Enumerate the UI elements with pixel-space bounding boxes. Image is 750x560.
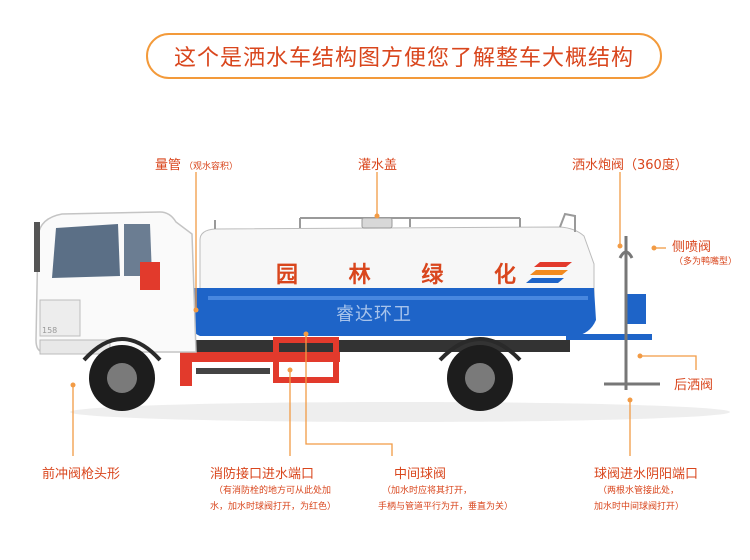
label-gauge-note: （观水容积）: [184, 162, 239, 172]
slogan-char: 林: [348, 262, 371, 288]
label-ball-port-line2: 加水时中间球阀打开）: [594, 502, 685, 512]
top-railing: [214, 212, 576, 232]
label-gauge-title: 量管: [155, 158, 182, 173]
label-ball-port-line1: （两根水管接此处，: [598, 486, 680, 496]
red-frame-bar: [180, 352, 340, 362]
label-fire-port-line2: 水，加水时球阀打开，为红色）: [210, 502, 337, 512]
tank-highlight: [208, 296, 588, 300]
rear-fender: [438, 337, 522, 362]
side-spray-box: [626, 294, 646, 324]
rear-platform: [566, 334, 652, 340]
leader-lines: [72, 172, 697, 456]
slogan-char: 园: [276, 262, 299, 288]
label-rear-valve: 后洒阀: [674, 378, 714, 393]
leader-dots: [70, 213, 657, 403]
title-banner: 这个是洒水车结构图方便您了解整车大概结构: [146, 33, 662, 79]
cab-stripe: [140, 262, 160, 290]
label-side-spray: 侧喷阀: [672, 240, 712, 255]
label-front-valve: 前冲阀枪头形: [42, 467, 121, 482]
label-gauge: 量管（观水容积）: [155, 154, 238, 173]
watermark: 睿达环卫: [336, 304, 412, 325]
label-mid-valve-line2: 手柄与管道平行为开，垂直为关）: [378, 502, 514, 512]
stripe-logo: [526, 262, 572, 283]
mirror: [34, 222, 40, 272]
slogan-char: 绿: [421, 262, 444, 288]
cannon-nozzle: [618, 236, 634, 282]
cab-window: [52, 224, 120, 278]
leader-rear-valve: [640, 355, 697, 370]
tank-slogan: 园 林 绿 化: [276, 257, 516, 289]
label-fire-port: 消防接口进水端口: [210, 467, 315, 482]
leader-mid-valve: [305, 334, 393, 456]
frame-rail-lower: [196, 368, 270, 374]
rear-wheel: [447, 345, 513, 411]
label-mid-valve-line1: （加水时应将其打开，: [382, 486, 473, 496]
ground-shadow: [70, 402, 730, 422]
cab-badge: 158: [42, 326, 58, 335]
front-wheel: [89, 345, 155, 411]
slogan-char: 化: [493, 262, 516, 288]
label-fire-port-line1: （有消防栓的地方可从此处加: [214, 486, 332, 496]
label-mid-valve: 中间球阀: [394, 467, 447, 482]
front-fender: [82, 337, 162, 362]
label-cannon: 洒水炮阀（360度）: [572, 158, 688, 173]
label-fill-cover: 灌水盖: [358, 158, 398, 173]
label-ball-port: 球阀进水阴阳端口: [594, 467, 699, 482]
tank-body: [199, 226, 595, 297]
grille: [39, 299, 81, 337]
label-side-spray-note: （多为鸭嘴型）: [674, 257, 738, 267]
fill-cover-shape: [361, 217, 393, 229]
title-text: 这个是洒水车结构图方便您了解整车大概结构: [173, 46, 634, 71]
